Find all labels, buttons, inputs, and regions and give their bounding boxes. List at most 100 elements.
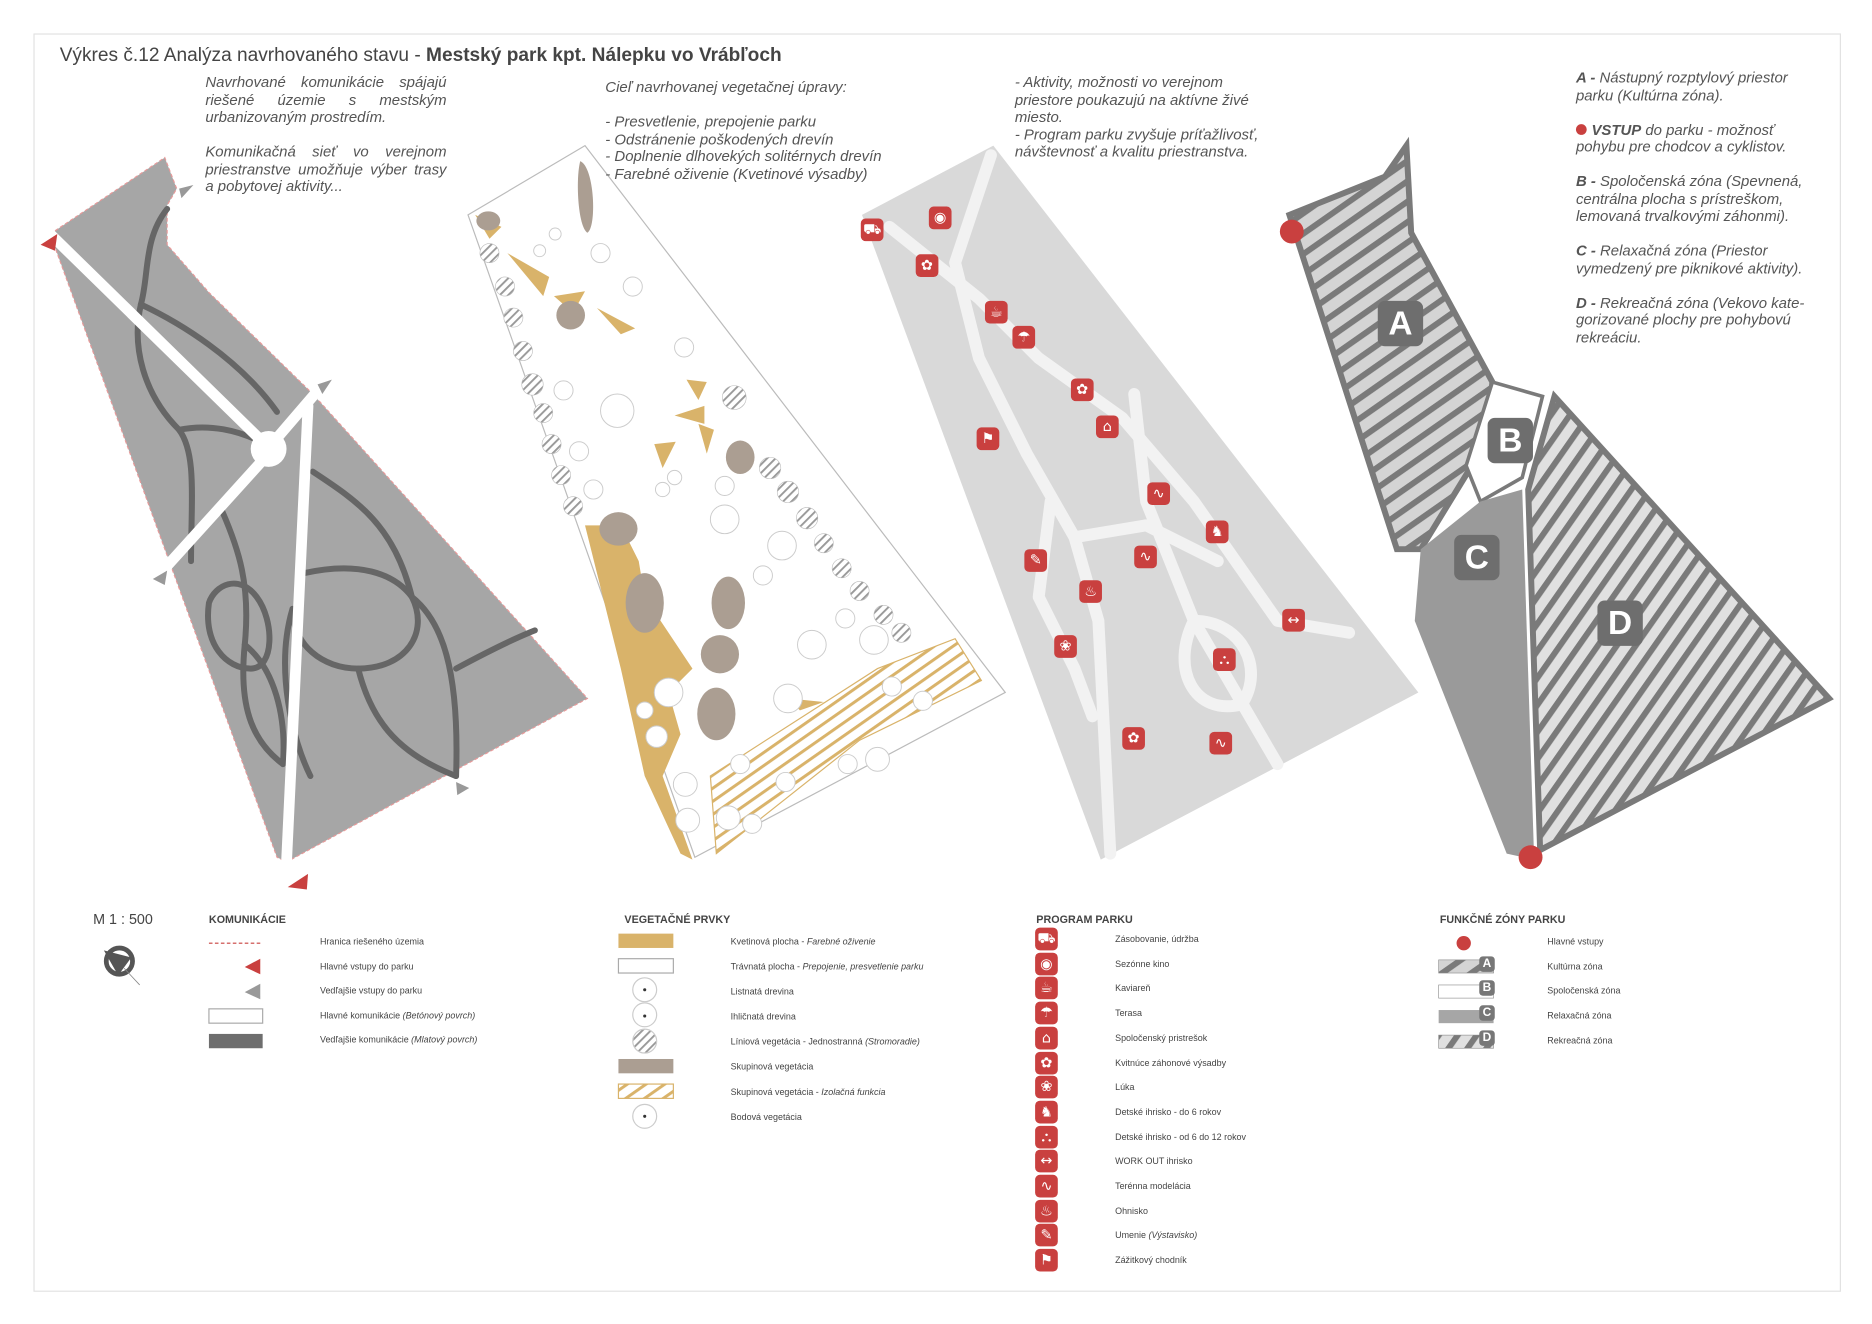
legend-item: Skupinová vegetácia	[731, 1061, 814, 1072]
main-entry-dot	[1518, 845, 1543, 870]
legend-item: Hlavné vstupy do parku	[320, 961, 414, 972]
program-map-icon: ⚑	[976, 427, 1000, 451]
legend-item: Spoločenský pristrešok	[1115, 1032, 1207, 1043]
title-prefix: Výkres č.12 Analýza navrhovaného stavu -	[59, 45, 427, 66]
zone-text-c: C - Relaxačná zóna (Priestor vymedzený p…	[1575, 242, 1803, 277]
program-legend-icon: ◉	[1035, 952, 1058, 976]
program-legend-icon: ♞	[1035, 1100, 1058, 1124]
legend-label: Vedľajšie komunikácie	[319, 1034, 412, 1046]
program-map-icon: ☕	[984, 300, 1008, 324]
map-zones	[1279, 136, 1834, 870]
program-legend-icon: ⛬	[1035, 1125, 1058, 1149]
side-entrance-arrow	[179, 185, 194, 199]
legend-zone-badge-a: A	[1479, 956, 1495, 972]
program-legend-icon: ⛟	[1035, 927, 1058, 951]
legend-label: Zážitkový chodník	[1115, 1254, 1187, 1266]
main-entry-dot	[1279, 219, 1304, 244]
legend-item: Detské ihrisko - od 6 do 12 rokov	[1115, 1131, 1246, 1142]
legend-label: Listnatá drevina	[730, 986, 794, 997]
legend-item: Rekreačná zóna	[1547, 1035, 1612, 1046]
legend-item: Hlavné vstupy	[1547, 936, 1603, 947]
text-item: - Presvetlenie, prepojenie parku	[605, 113, 817, 131]
legend-item: Spoločenská zóna	[1547, 985, 1620, 996]
legend-label: Terasa	[1115, 1007, 1142, 1019]
zones-description: A - Nástupný rozptylový priestor parku (…	[1575, 69, 1827, 346]
legend-item: Vedľajšie vstupy do parku	[320, 985, 422, 996]
legend-label-note: Izolačná funkcia	[821, 1086, 886, 1098]
legend-title-program: PROGRAM PARKU	[1036, 913, 1133, 926]
communications-description: Navrhované komunikácie spájajú riešené ú…	[205, 74, 446, 195]
legend-item: Ihličnatá drevina	[731, 1011, 796, 1022]
legend-label-note: (Mlatový povrch)	[411, 1034, 478, 1046]
text-paragraph: - Program parku zvyšuje príťažlivosť, ná…	[1014, 125, 1259, 160]
zone-label-a: A	[1377, 300, 1424, 347]
program-legend-icon: ☕	[1035, 977, 1058, 1000]
legend-label: Spoločenská zóna	[1547, 985, 1621, 997]
legend-zone-badge-d: D	[1479, 1030, 1495, 1046]
legend-label: Kaviareň	[1115, 983, 1151, 994]
text-item: - Doplnenie dlhovekých solitérnych dreví…	[605, 148, 882, 165]
roundabout	[250, 430, 287, 467]
program-description: - Aktivity, možnosti vo verejnom priesto…	[1015, 74, 1284, 161]
legend-item: Trávnatá plocha - Prepojenie, presvetlen…	[731, 961, 924, 972]
legend-item: Líniová vegetácia - Jednostranná (Stromo…	[731, 1036, 920, 1047]
program-map-icon: ♞	[1205, 520, 1229, 544]
legend-title-vegetation: VEGETAČNÉ PRVKY	[624, 913, 731, 926]
program-legend-icon: ↔	[1035, 1150, 1058, 1173]
legend-label: Hlavné vstupy do parku	[319, 960, 414, 972]
text-heading: Cieľ navrhovanej vegetačnej úpravy:	[605, 78, 847, 96]
legend-label: Skupinová vegetácia	[730, 1061, 814, 1073]
program-map-icon: ↔	[1282, 608, 1305, 632]
legend-label: Kvitnúce záhonové výsadby	[1115, 1057, 1227, 1068]
legend-title-communications: KOMUNIKÁCIE	[208, 913, 286, 926]
legend-item: Ohnisko	[1115, 1205, 1148, 1216]
legend-label: Detské ihrisko - do 6 rokov	[1115, 1106, 1222, 1118]
legend-item: Skupinová vegetácia - Izolačná funkcia	[731, 1086, 886, 1097]
program-map-icon: ✎	[1024, 549, 1048, 572]
side-entrance-arrow	[152, 570, 168, 586]
text-paragraph: - Aktivity, možnosti vo verejnom priesto…	[1014, 74, 1249, 126]
zone-text-a: A - Nástupný rozptylový priestor parku (…	[1575, 69, 1788, 104]
legend-item: Relaxačná zóna	[1547, 1010, 1611, 1021]
legend-label: Umenie	[1115, 1230, 1149, 1241]
legend-label: Hlavné komunikácie	[319, 1009, 403, 1021]
legend-item: Kvetinová plocha - Farebné oživenie	[731, 936, 876, 947]
entry-dot-icon	[1575, 123, 1587, 135]
map-program	[861, 145, 1419, 860]
legend-label: Hlavné vstupy	[1547, 936, 1604, 947]
legend-label: Zásobovanie, údržba	[1115, 933, 1199, 945]
legend-item: Kaviareň	[1115, 983, 1150, 994]
legend-label: Sezónne kino	[1115, 958, 1170, 970]
program-map-icon: ◉	[928, 206, 952, 230]
program-legend-icon: ✿	[1035, 1051, 1058, 1074]
program-map-icon: ∿	[1147, 482, 1171, 506]
program-map-icon: ∿	[1134, 545, 1157, 569]
legend-item: Hlavné komunikácie (Betónový povrch)	[320, 1010, 475, 1021]
legend-label: Kvetinová plocha -	[730, 936, 807, 947]
trees	[533, 227, 933, 834]
legend-label: Skupinová vegetácia -	[730, 1086, 822, 1098]
program-map-icon: ⌂	[1096, 415, 1119, 439]
title-project: Mestský park kpt. Nálepku vo Vrábľoch	[426, 45, 782, 66]
zone-label-c: C	[1454, 534, 1500, 581]
sheet-frame	[33, 33, 1841, 1292]
zone-text-entry: VSTUP do parku - možnosť pohybu pre chod…	[1575, 121, 1787, 156]
text-item: - Farebné oživenie (Kvetinové výsadby)	[605, 165, 868, 183]
legend-label-note: (Stromoradie)	[865, 1036, 920, 1048]
program-map-icon: ⛬	[1213, 648, 1236, 671]
legend-item: Listnatá drevina	[731, 986, 794, 997]
legend-item: Zásobovanie, údržba	[1115, 934, 1199, 945]
program-legend-icon: ❀	[1035, 1075, 1058, 1099]
secondary-paths	[134, 205, 538, 780]
zone-a	[1285, 136, 1496, 553]
legend-label: Lúka	[1115, 1081, 1135, 1093]
map-vegetation	[467, 144, 1007, 860]
legend-label-note: Prepojenie, presvetlenie parku	[802, 961, 924, 972]
vegetation-description: Cieľ navrhovanej vegetačnej úpravy: - Pr…	[605, 79, 881, 183]
program-map-icon: ❀	[1054, 635, 1077, 658]
program-map-icon: ✿	[1122, 727, 1145, 750]
legend-item: Umenie (Výstavisko)	[1115, 1230, 1197, 1241]
text-paragraph: Navrhované komunikácie spájajú riešené ú…	[205, 74, 447, 126]
legend-item: Sezónne kino	[1115, 958, 1169, 969]
